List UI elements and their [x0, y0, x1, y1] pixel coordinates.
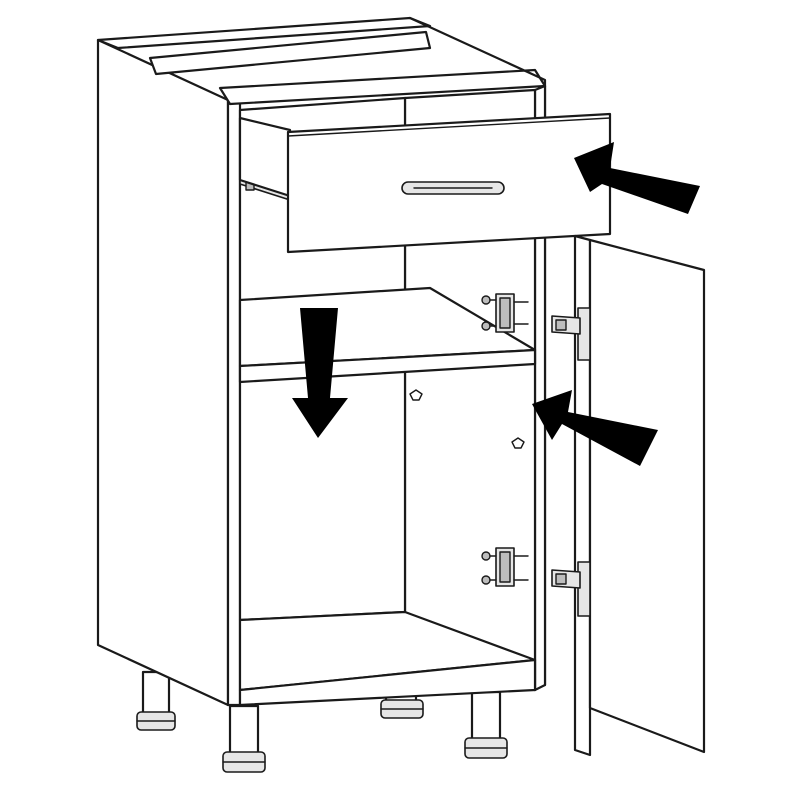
adjustable-leg: [464, 690, 508, 759]
door-hinge-upper: [551, 307, 591, 361]
door-hinge-lower: [551, 561, 591, 617]
door: [573, 234, 706, 757]
left-side-front-edge: [226, 98, 242, 707]
hinge-mounting-plate-lower: [481, 547, 529, 587]
shelf-insert-arrow: [292, 308, 348, 438]
left-side-panel: [96, 38, 230, 707]
shelf-support-pin: [511, 437, 525, 449]
drawer: [238, 112, 612, 254]
door-mount-arrow: [532, 390, 658, 466]
adjustable-leg: [136, 670, 176, 731]
shelf-support-pin: [409, 389, 423, 401]
hinge-mounting-plate-upper: [481, 293, 529, 333]
bottom-panel-front-edge: [238, 658, 537, 707]
drawer-handle: [401, 181, 505, 195]
door-face: [588, 238, 706, 754]
drawer-insert-arrow: [574, 142, 700, 214]
adjustable-leg: [222, 704, 266, 773]
legs: [136, 670, 508, 773]
top-rail-middle: [148, 30, 432, 76]
